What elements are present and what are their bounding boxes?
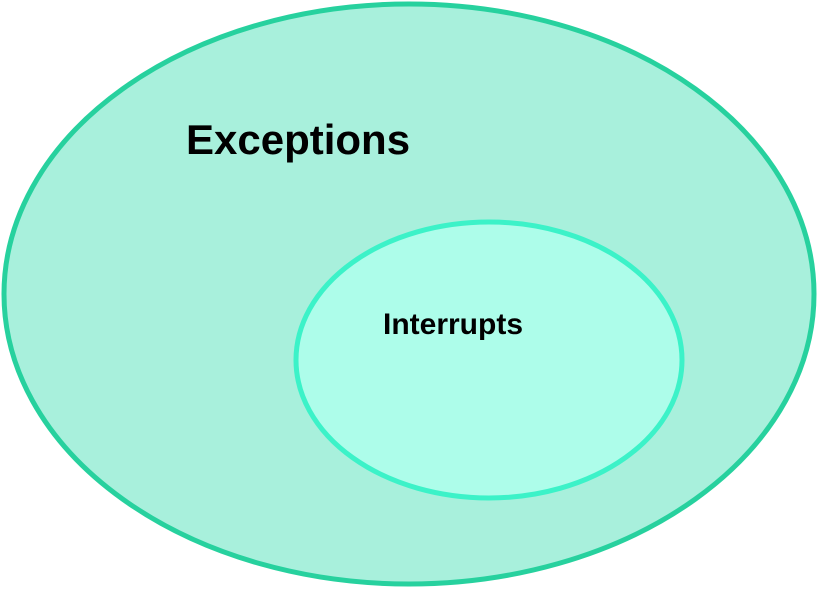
exceptions-label: Exceptions: [186, 116, 410, 163]
interrupts-label: Interrupts: [383, 308, 523, 341]
interrupts-set-ellipse: [293, 219, 685, 501]
